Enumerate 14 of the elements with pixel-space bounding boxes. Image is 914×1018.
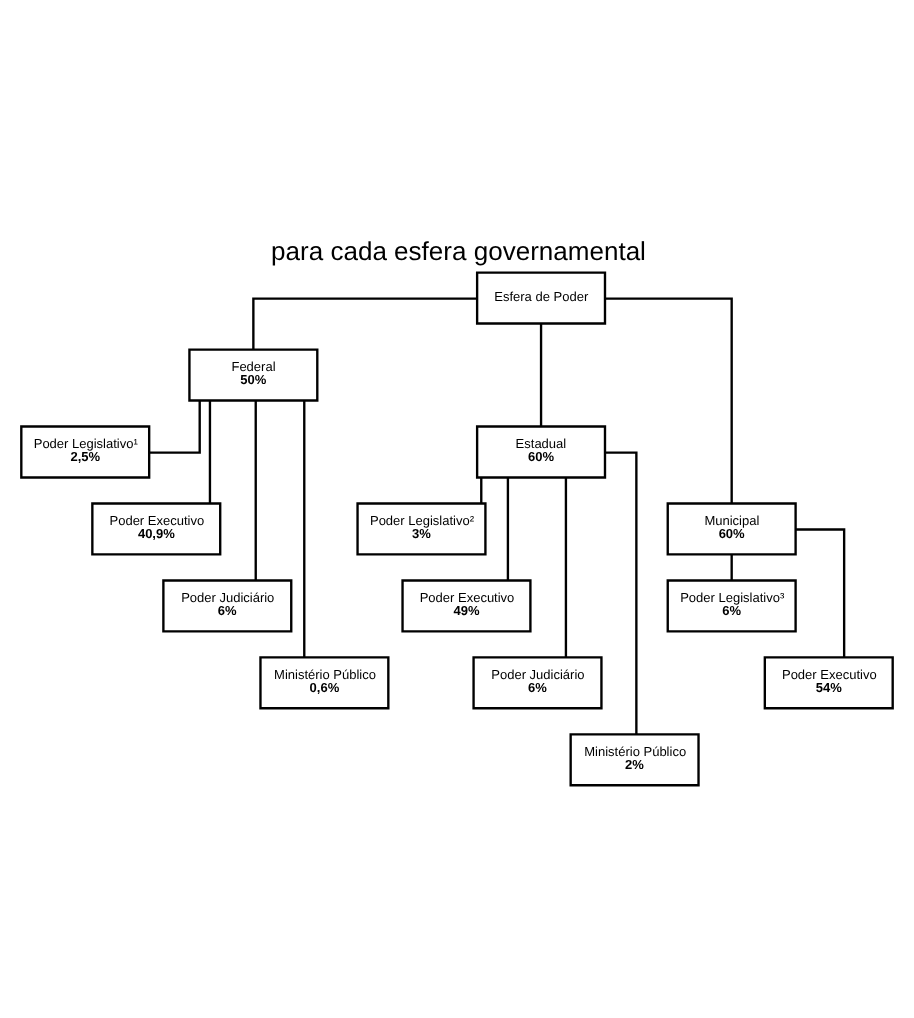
- connector: [254, 399, 257, 580]
- connector: [480, 476, 483, 503]
- connector: [564, 476, 568, 657]
- diagram-title: para cada esfera governamental: [271, 235, 646, 266]
- connector: [539, 322, 543, 426]
- connector: [605, 450, 638, 734]
- connector: [252, 296, 477, 349]
- connector: [730, 553, 733, 580]
- connector: [149, 399, 201, 453]
- connector: [605, 296, 733, 503]
- connector: [795, 527, 846, 657]
- connector: [303, 399, 306, 656]
- connector: [208, 399, 212, 503]
- connector: [506, 476, 510, 580]
